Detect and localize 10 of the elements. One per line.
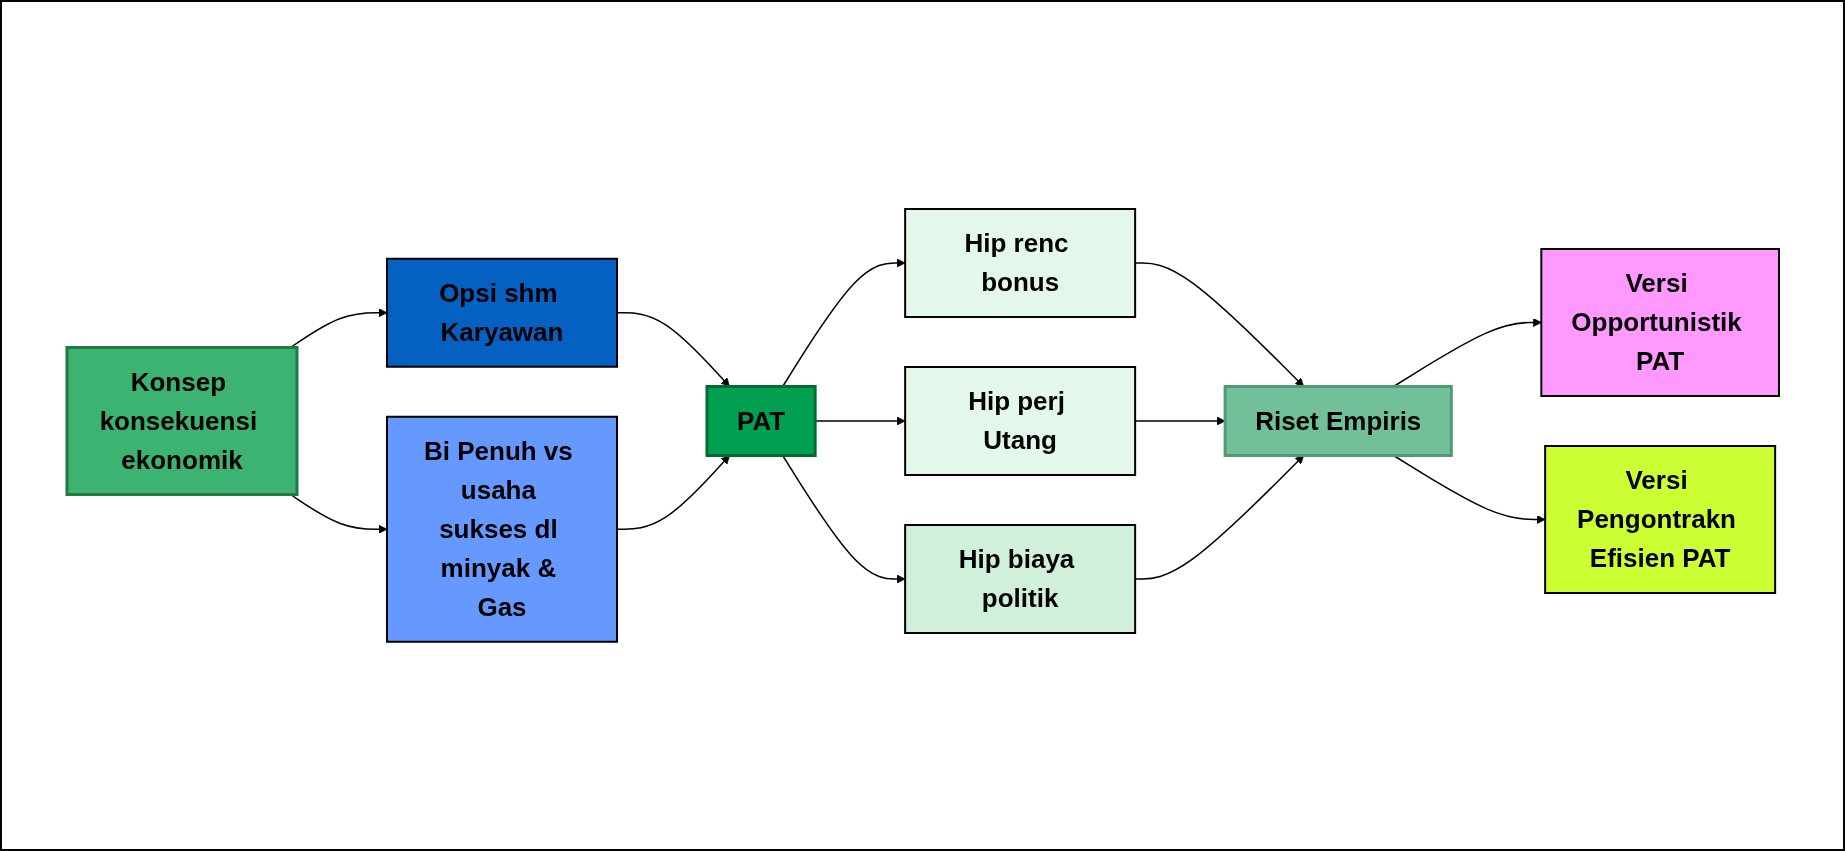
node-box: Hip renc bonus [903,208,1136,319]
node-box: Versi Opportunistik PAT [1539,248,1780,398]
node-box: Konsep konsekuensi ekonomik [65,346,298,497]
node-box: Bi Penuh vs usaha sukses dl minyak & Gas [385,415,618,643]
node-box: Hip perj Utang [903,366,1136,477]
node-box: Riset Empiris [1223,385,1453,458]
node-box: PAT [705,385,817,458]
node-box: Hip biaya politik [903,524,1136,635]
node-box: Opsi shm Karyawan [385,257,618,368]
node-box: Versi Pengontrakn Efisien PAT [1543,445,1776,595]
